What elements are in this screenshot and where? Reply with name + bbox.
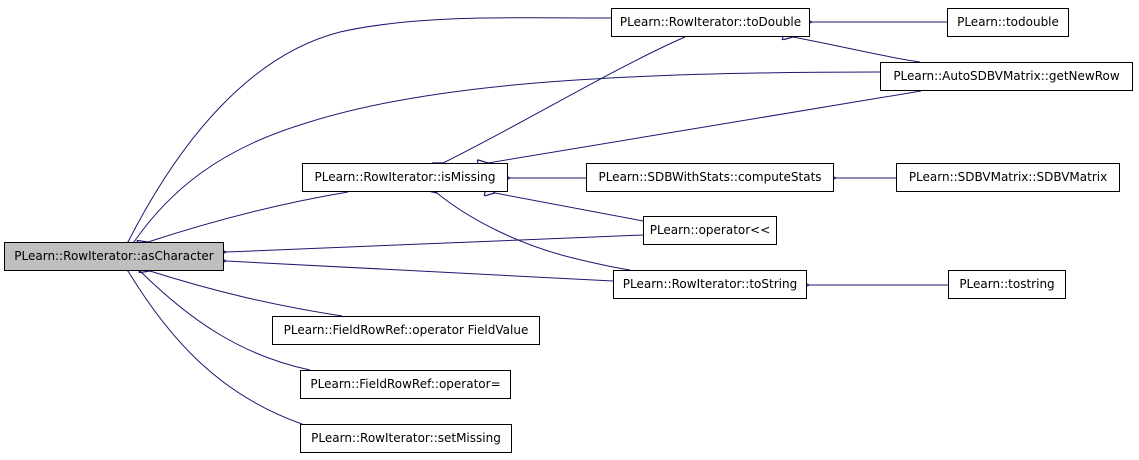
edge-asCharacter-to-toDouble: [128, 17, 612, 242]
edge-isMissing-to-toDouble: [443, 36, 686, 163]
edge-asCharacter-to-toString: [226, 261, 614, 282]
edge-asCharacter-to-isMissing: [148, 191, 349, 242]
node-rowiterator-tostring[interactable]: PLearn::RowIterator::toString: [613, 270, 807, 299]
edge-isMissing-to-toString: [437, 193, 631, 271]
edge-asCharacter-to-fieldValue: [150, 271, 343, 317]
node-todouble[interactable]: PLearn::todouble: [947, 8, 1069, 37]
edge-asCharacter-to-operatorShl: [226, 234, 644, 252]
edge-isMissing-to-getNewRow: [488, 90, 922, 163]
node-sdbwithstats-computestats[interactable]: PLearn::SDBWithStats::computeStats: [586, 163, 834, 192]
edge-asCharacter-to-operatorEq: [140, 271, 311, 371]
node-sdbvmatrix-constructor[interactable]: PLearn::SDBVMatrix::SDBVMatrix: [896, 163, 1120, 192]
node-autosdbvmatrix-getnewrow[interactable]: PLearn::AutoSDBVMatrix::getNewRow: [880, 62, 1133, 91]
node-rowiterator-setmissing[interactable]: PLearn::RowIterator::setMissing: [300, 424, 512, 453]
node-rowiterator-ascharacter: PLearn::RowIterator::asCharacter: [4, 242, 224, 271]
node-rowiterator-todouble[interactable]: PLearn::RowIterator::toDouble: [611, 8, 810, 37]
node-fieldrowref-operator-assign[interactable]: PLearn::FieldRowRef::operator=: [300, 370, 511, 399]
edge-asCharacter-to-setMissing: [128, 271, 303, 425]
edge-isMissing-to-operatorShl: [495, 193, 644, 222]
edge-asCharacter-to-getNewRow: [134, 71, 881, 242]
node-tostring[interactable]: PLearn::tostring: [948, 270, 1066, 299]
node-operator-shift-left[interactable]: PLearn::operator<<: [643, 216, 777, 245]
node-fieldrowref-operator-fieldvalue[interactable]: PLearn::FieldRowRef::operator FieldValue: [272, 316, 540, 345]
node-rowiterator-ismissing[interactable]: PLearn::RowIterator::isMissing: [302, 163, 508, 192]
edge-toDouble-to-getNewRow: [793, 37, 921, 63]
